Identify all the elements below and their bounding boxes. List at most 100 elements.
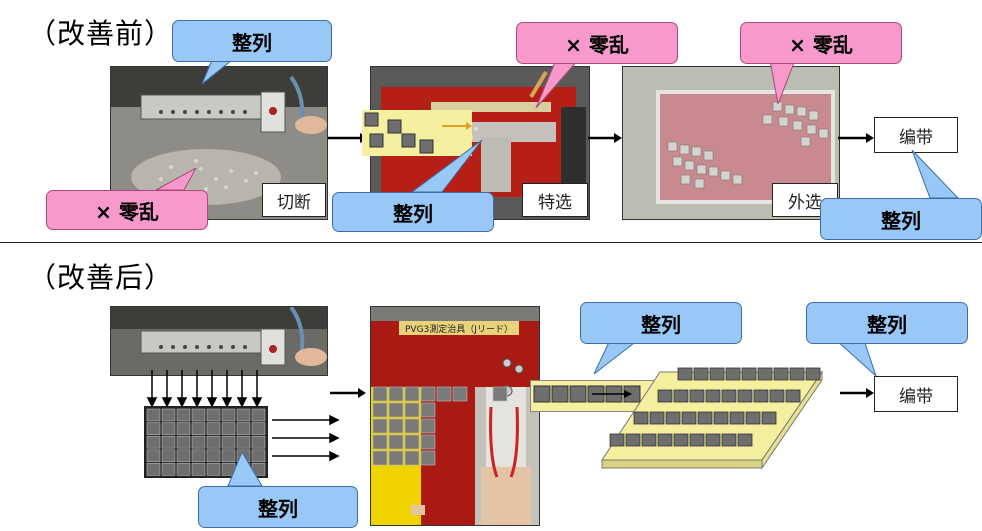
jig-chip bbox=[404, 386, 420, 402]
tray-chip bbox=[681, 411, 697, 425]
before-heading: （改善前） bbox=[28, 17, 174, 50]
grid-chip bbox=[236, 408, 251, 422]
tray-chip bbox=[805, 367, 821, 381]
jig-chip-overlay bbox=[372, 386, 508, 466]
grid-chip bbox=[161, 463, 176, 476]
jig-chip bbox=[388, 450, 404, 466]
jig-chip bbox=[492, 386, 508, 402]
grid-chip bbox=[206, 422, 221, 435]
grid-chip bbox=[161, 449, 176, 463]
after-callout-align-2: 整列 bbox=[580, 302, 742, 376]
tray-chip bbox=[625, 433, 641, 447]
tray-chip bbox=[721, 433, 737, 447]
grid-chip bbox=[146, 422, 161, 435]
jig-chip bbox=[388, 434, 404, 450]
grid-chip bbox=[176, 449, 191, 463]
jig-chip bbox=[372, 434, 388, 450]
after-arrow-1 bbox=[330, 388, 366, 398]
after-heading: （改善后） bbox=[28, 261, 174, 294]
grid-chip bbox=[191, 449, 206, 463]
tray-chip bbox=[713, 411, 729, 425]
jig-chip bbox=[372, 418, 388, 434]
tray-chip bbox=[705, 389, 721, 403]
jig-chip bbox=[404, 402, 420, 418]
before-callout-align-2: 整列 bbox=[332, 140, 494, 232]
tray-chip bbox=[677, 367, 693, 381]
before-callout-align-3: 整列 bbox=[820, 150, 982, 240]
tray-chip bbox=[737, 389, 753, 403]
before-scattered-chips bbox=[364, 112, 472, 154]
grid-chip bbox=[206, 449, 221, 463]
before-arrow-3 bbox=[838, 133, 874, 143]
jig-chip bbox=[420, 434, 436, 450]
after-chip-grid bbox=[144, 406, 268, 478]
grid-chip bbox=[146, 463, 161, 476]
grid-chip bbox=[221, 435, 236, 449]
grid-chip bbox=[206, 463, 221, 476]
grid-chip bbox=[251, 449, 266, 463]
jig-chip bbox=[420, 450, 436, 466]
jig-chip bbox=[420, 386, 436, 402]
grid-chip bbox=[191, 435, 206, 449]
after-callout-align-1: 整列 bbox=[198, 452, 358, 528]
jig-label: PVG3測定治具（Jリード） bbox=[405, 323, 513, 335]
jig-chip bbox=[436, 386, 452, 402]
tray-chip bbox=[745, 411, 761, 425]
jig-chip bbox=[388, 418, 404, 434]
grid-chip bbox=[161, 435, 176, 449]
before-chips-band bbox=[362, 110, 472, 156]
before-callout-messy-2: × 零乱 bbox=[516, 22, 678, 108]
tray-chip bbox=[609, 433, 625, 447]
after-down-arrows bbox=[146, 370, 263, 406]
after-callout-align-3: 整列 bbox=[806, 302, 968, 376]
after-right-arrows bbox=[272, 414, 340, 462]
tray-chip bbox=[789, 367, 805, 381]
tray-chip bbox=[665, 411, 681, 425]
tray-chip bbox=[705, 433, 721, 447]
tray-chip bbox=[633, 411, 649, 425]
before-step-tape-label: 编带 bbox=[874, 117, 958, 153]
grid-chip bbox=[206, 408, 221, 422]
grid-chip bbox=[146, 449, 161, 463]
after-step-tape-label: 编带 bbox=[874, 376, 958, 412]
tray-chip bbox=[657, 433, 673, 447]
grid-chip bbox=[221, 449, 236, 463]
tray-chip bbox=[673, 433, 689, 447]
after-arrow-2 bbox=[840, 388, 874, 398]
tray-chip bbox=[741, 367, 757, 381]
jig-chip bbox=[420, 418, 436, 434]
grid-chip bbox=[176, 463, 191, 476]
tray-chip bbox=[737, 433, 753, 447]
before-arrow-2 bbox=[588, 133, 622, 143]
tray-chip bbox=[689, 389, 705, 403]
after-aligned-tray bbox=[601, 367, 823, 470]
tray-chip bbox=[657, 389, 673, 403]
tray-chip bbox=[757, 367, 773, 381]
grid-chip bbox=[236, 435, 251, 449]
tray-chip bbox=[773, 367, 789, 381]
grid-chip bbox=[251, 408, 266, 422]
grid-chip bbox=[251, 435, 266, 449]
jig-chip bbox=[420, 402, 436, 418]
grid-chip bbox=[206, 435, 221, 449]
before-callout-messy-1: × 零乱 bbox=[46, 168, 208, 230]
grid-chip bbox=[146, 408, 161, 422]
jig-chip bbox=[404, 434, 420, 450]
tray-chip bbox=[641, 433, 657, 447]
tray-chip bbox=[753, 389, 769, 403]
tray-chip bbox=[697, 411, 713, 425]
grid-chip bbox=[251, 422, 266, 435]
before-callout-align-1: 整列 bbox=[172, 20, 332, 86]
jig-chip bbox=[372, 386, 388, 402]
jig-chip bbox=[372, 450, 388, 466]
grid-chip bbox=[176, 435, 191, 449]
tray-chip bbox=[769, 389, 785, 403]
grid-chip bbox=[191, 463, 206, 476]
after-jig-photo: PVG3測定治具（Jリード） bbox=[370, 306, 540, 526]
grid-chip bbox=[176, 408, 191, 422]
step-cut-label: 切断 bbox=[262, 183, 326, 217]
section-divider bbox=[0, 242, 982, 243]
after-chip-row bbox=[533, 385, 641, 403]
grid-chip bbox=[146, 435, 161, 449]
grid-chip bbox=[176, 422, 191, 435]
